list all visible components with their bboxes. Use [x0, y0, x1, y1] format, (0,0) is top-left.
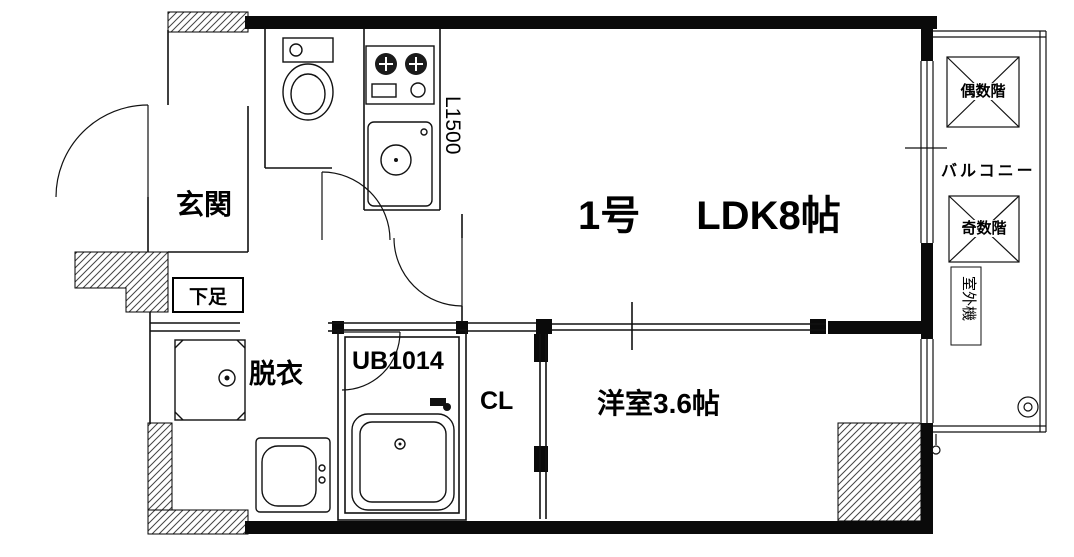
- interior-walls: [147, 29, 826, 521]
- hatched-wall-blocks: [74, 11, 922, 535]
- washing-machine-pan-icon: [174, 339, 246, 421]
- outdoor-unit-box: [950, 266, 982, 346]
- ldk-title: 1号 LDK8帖: [578, 194, 841, 238]
- shoe-cabinet-label: 下足: [188, 286, 227, 308]
- western-room-label: 洋室3.6帖: [597, 388, 720, 419]
- door-swing-symbols: [55, 104, 463, 391]
- outdoor-unit-label: 室外機: [960, 276, 977, 322]
- unit-bath-label: UB1014: [352, 347, 444, 375]
- toilet-icon: [282, 37, 334, 121]
- unit-number-label: 1号: [578, 194, 641, 238]
- floor-drain-icon: [1017, 396, 1039, 418]
- vanity-icon: [255, 437, 331, 513]
- gas-stove-icon: [365, 45, 435, 105]
- even-floors-label: 偶数階: [958, 83, 1008, 100]
- ldk-label: LDK8帖: [696, 194, 841, 238]
- window-symbols: [905, 61, 947, 423]
- dressing-room-label: 脱衣: [249, 359, 303, 389]
- counter-dimension-label: L1500: [441, 96, 464, 155]
- entrance-label: 玄関: [176, 189, 233, 220]
- shoe-cabinet-box: 下足: [172, 277, 244, 313]
- balcony-label: バルコニー: [941, 163, 1036, 180]
- bathtub-icon: [351, 398, 455, 511]
- odd-floors-label: 奇数階: [959, 220, 1009, 237]
- kitchen-sink-icon: [367, 121, 433, 207]
- closet-label: CL: [480, 387, 514, 415]
- solid-walls: [245, 16, 937, 534]
